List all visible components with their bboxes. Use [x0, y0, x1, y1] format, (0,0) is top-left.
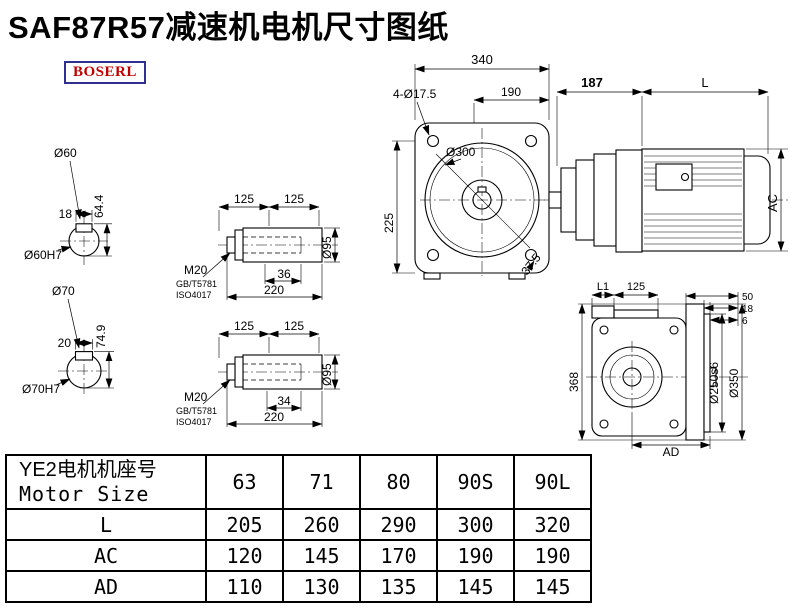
value-AC-90L: 190 — [513, 539, 592, 572]
output-flange-view: L1 125 50 18 6 — [567, 281, 754, 458]
dim-18-label: 18 — [59, 207, 73, 221]
header-cn-label: YE2电机机座号 — [19, 459, 157, 481]
label-dia300: Ø300 — [446, 145, 476, 159]
motor-size-header-cell: YE2电机机座号 Motor Size — [5, 454, 207, 510]
dim-L-label: L — [701, 75, 708, 90]
label-dia70H7: Ø70H7 — [22, 382, 60, 396]
value-AD-63: 110 — [205, 570, 284, 603]
dim-225-label: 225 — [382, 213, 396, 233]
table-header-row: YE2电机机座号 Motor Size 63 71 80 90S 90L — [5, 454, 592, 510]
value-AD-80: 135 — [359, 570, 438, 603]
std-gb-label: GB/T5781 — [176, 279, 217, 289]
bolt-m20-label: M20 — [184, 390, 208, 404]
page-title: SAF87R57减速机电机尺寸图纸 — [8, 10, 449, 45]
header-en-label: Motor Size — [19, 482, 150, 506]
shaft-section-70: 20 74.9 Ø70 Ø70H7 — [22, 284, 114, 397]
dim-125a-label: 125 — [234, 192, 254, 206]
row-label-L: L — [5, 508, 207, 541]
dim-125d-label: 125 — [284, 319, 304, 333]
value-L-90S: 300 — [436, 508, 515, 541]
table-row-AD: AD 110 130 135 145 145 — [5, 570, 592, 603]
washer — [234, 229, 244, 261]
terminal-box — [655, 163, 693, 191]
std-iso-label: ISO4017 — [176, 290, 212, 300]
value-L-80: 290 — [359, 508, 438, 541]
table-row-L: L 205 260 290 300 320 — [5, 508, 592, 541]
dim-37-5-label: 37.5 — [518, 251, 544, 278]
label-dia60: Ø60 — [54, 146, 77, 160]
std-iso-label: ISO4017 — [176, 417, 212, 427]
dim-368-label: 368 — [567, 372, 581, 392]
dim-64-4-label: 64.4 — [92, 194, 106, 218]
flange-circle-300 — [424, 142, 540, 258]
technical-drawing: 18 64.4 Ø60 Ø60H7 20 74.9 Ø70 — [22, 52, 790, 458]
dim-340-label: 340 — [471, 52, 493, 67]
dim-50-label: 50 — [742, 292, 754, 303]
dim-125e-label: 125 — [627, 281, 645, 293]
row-label-AC: AC — [5, 539, 207, 572]
shaft-section-60: 18 64.4 Ø60 Ø60H7 — [24, 146, 112, 265]
column-90L: 90L — [513, 454, 592, 510]
value-AD-71: 130 — [282, 570, 361, 603]
dim-dia95-label: Ø95 — [320, 363, 334, 386]
bolt-head — [226, 363, 236, 381]
bolt-m20-label: M20 — [184, 263, 208, 277]
bolt-head — [226, 236, 236, 254]
gearbox-front-view: 340 190 4-Ø17.5 Ø300 225 37.5 — [382, 52, 550, 280]
fan-cover — [743, 155, 771, 245]
column-90S: 90S — [436, 454, 515, 510]
dim-18-label: 18 — [742, 304, 754, 315]
dim-AD-label: AD — [663, 445, 680, 458]
motor-size-table: YE2电机机座号 Motor Size 63 71 80 90S 90L L 2… — [5, 454, 592, 603]
value-L-71: 260 — [282, 508, 361, 541]
label-bolt-holes: 4-Ø17.5 — [393, 87, 437, 101]
value-AC-71: 145 — [282, 539, 361, 572]
column-80: 80 — [359, 454, 438, 510]
shaft-side-view-top: 125 125 M20 GB/T5781 ISO4017 36 220 Ø95 — [176, 192, 340, 301]
column-71: 71 — [282, 454, 361, 510]
dim-dia350-label: Ø350 — [727, 368, 741, 398]
shaft60-keyway — [75, 223, 93, 233]
value-L-90L: 320 — [513, 508, 592, 541]
dim-34-label: 34 — [277, 394, 291, 408]
label-dia60H7: Ø60H7 — [24, 248, 62, 262]
dim-74-9-label: 74.9 — [94, 324, 108, 348]
dim-dia95-label: Ø95 — [320, 236, 334, 259]
dim-36-label: 36 — [277, 267, 291, 281]
dim-dia250-label: Ø250s6 — [707, 362, 721, 404]
dim-190-label: 190 — [501, 85, 521, 99]
dim-220-label: 220 — [264, 410, 284, 424]
motor-side-view: 187 L AC — [544, 75, 790, 253]
washer — [234, 356, 244, 388]
column-63: 63 — [205, 454, 284, 510]
dim-AC-label: AC — [765, 194, 780, 212]
dim-125c-label: 125 — [234, 319, 254, 333]
shaft-side-view-bottom: 125 125 M20 GB/T5781 ISO4017 34 220 Ø95 — [176, 319, 340, 428]
label-dia70: Ø70 — [52, 284, 75, 298]
dim-125b-label: 125 — [284, 192, 304, 206]
value-AD-90S: 145 — [436, 570, 515, 603]
value-L-63: 205 — [205, 508, 284, 541]
boserl-logo: BOSERL — [64, 61, 146, 84]
dim-220-label: 220 — [264, 283, 284, 297]
flange-plate — [685, 303, 705, 441]
std-gb-label: GB/T5781 — [176, 406, 217, 416]
shaft70-keyway — [74, 351, 94, 361]
value-AC-90S: 190 — [436, 539, 515, 572]
value-AC-63: 120 — [205, 539, 284, 572]
row-label-AD: AD — [5, 570, 207, 603]
dim-6-label: 6 — [742, 316, 748, 327]
dim-L1-label: L1 — [597, 281, 609, 293]
dim-20-label: 20 — [58, 336, 72, 350]
dim-187-label: 187 — [581, 75, 603, 90]
table-row-AC: AC 120 145 170 190 190 — [5, 539, 592, 572]
value-AC-80: 170 — [359, 539, 438, 572]
value-AD-90L: 145 — [513, 570, 592, 603]
